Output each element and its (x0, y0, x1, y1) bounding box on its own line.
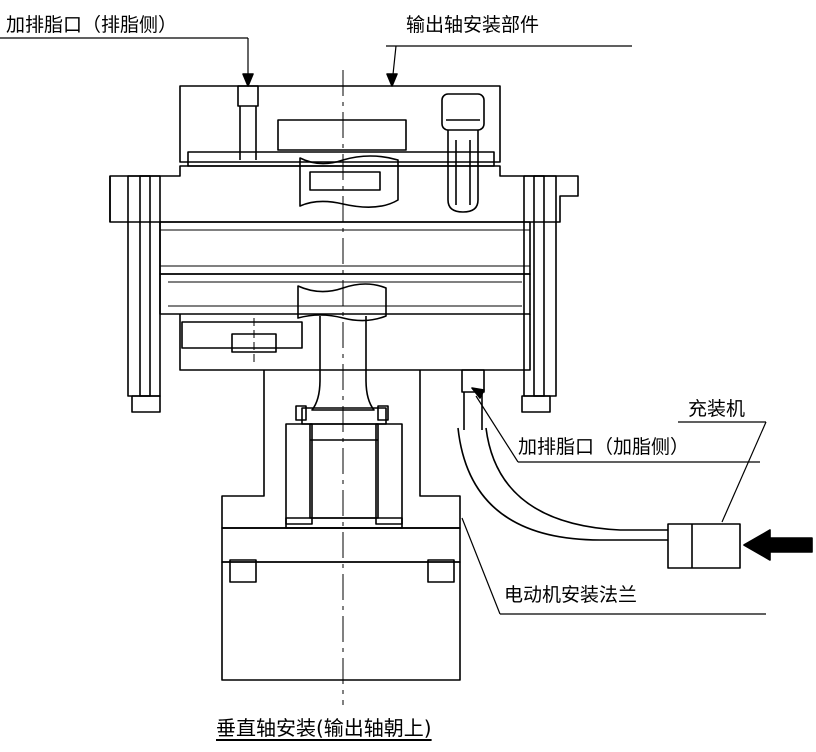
leader-output-shaft (386, 45, 632, 87)
motor-flange (221, 370, 461, 583)
flange-bolt-right (427, 559, 455, 583)
label-fill-port: 加排脂口（加脂侧） (518, 436, 690, 458)
tie-bolt-left (127, 175, 161, 413)
grease-hose (457, 427, 668, 541)
leader-fill-port (471, 387, 760, 463)
coupling (309, 423, 379, 519)
output-shaft-assembly (179, 85, 501, 213)
label-motor-flange: 电动机安装法兰 (504, 584, 638, 606)
flange-bolt-left (229, 559, 257, 583)
label-drain-port-top: 加排脂口（排脂侧） (6, 14, 178, 36)
label-output-shaft-assembly: 输出轴安装部件 (406, 14, 540, 36)
drain-plug (237, 85, 259, 107)
input-shaft (285, 316, 403, 529)
leader-motor-flange (461, 517, 766, 615)
tie-bolt-right (521, 175, 557, 413)
label-grease-gun: 充装机 (688, 398, 746, 420)
arrow-icon (743, 529, 813, 561)
grease-fill-fitting (461, 369, 485, 430)
figure-caption: 垂直轴安装(输出轴朝上) (216, 716, 432, 740)
socket-bolt (441, 93, 485, 131)
oil-seal-left (295, 405, 307, 421)
leader-grease-gun (678, 421, 767, 523)
bearing-housing (109, 155, 579, 371)
oil-seal-right (377, 405, 389, 421)
motor-body (221, 561, 461, 681)
leader-drain-top (0, 37, 254, 87)
grease-gun-nozzle (667, 523, 741, 569)
